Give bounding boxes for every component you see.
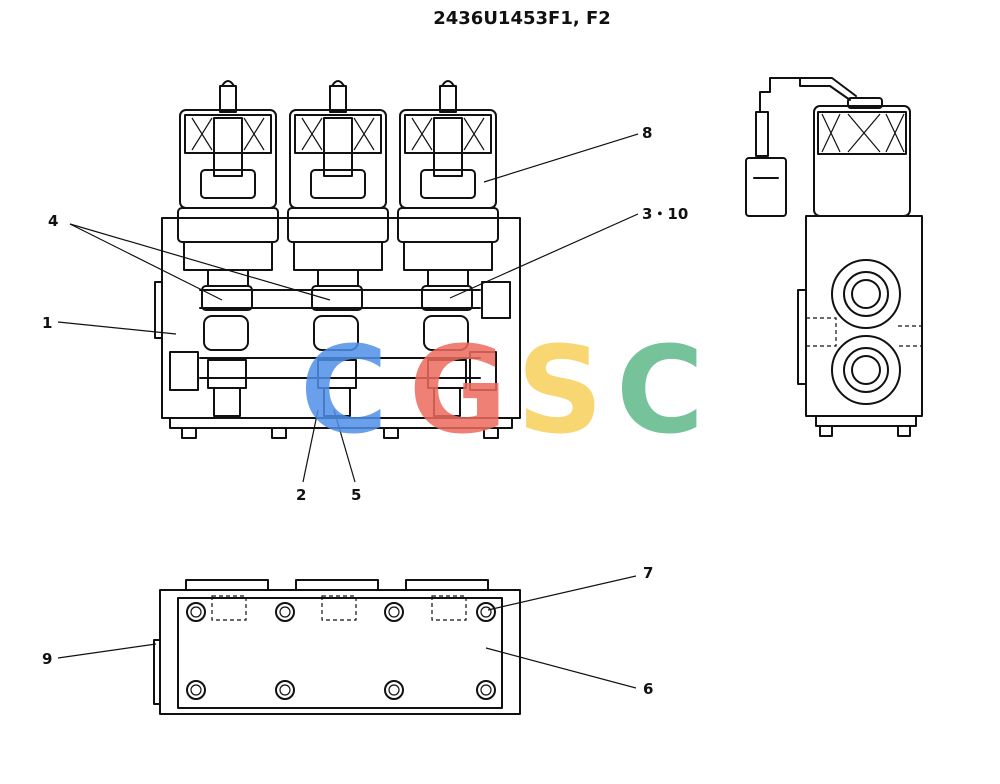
solenoid-1 bbox=[177, 80, 279, 417]
port-left bbox=[169, 351, 199, 391]
bolt bbox=[384, 680, 404, 700]
callout-3-10: 3・10 bbox=[642, 205, 688, 223]
foot bbox=[483, 427, 499, 439]
callout-4: 4 bbox=[48, 212, 58, 230]
bolt bbox=[186, 680, 206, 700]
diagram-title: 2436U1453F1, F2 bbox=[433, 8, 611, 29]
bottom-view bbox=[153, 579, 521, 715]
watermark-letter: C bbox=[616, 322, 704, 461]
solenoid-2 bbox=[287, 80, 389, 417]
callout-2: 2 bbox=[296, 486, 306, 504]
callout-8: 8 bbox=[642, 124, 652, 142]
callout-9: 9 bbox=[42, 650, 52, 668]
bolt bbox=[476, 602, 496, 622]
callout-7: 7 bbox=[643, 564, 653, 582]
watermark-letter: G bbox=[409, 322, 508, 461]
foot bbox=[181, 427, 197, 439]
callout-6: 6 bbox=[643, 680, 653, 698]
foot bbox=[271, 427, 287, 439]
cable bbox=[799, 77, 857, 101]
leader-lines bbox=[57, 133, 639, 689]
port-circle bbox=[831, 259, 901, 329]
bottom-plate bbox=[177, 597, 503, 709]
bolt bbox=[275, 602, 295, 622]
bolt bbox=[275, 680, 295, 700]
watermark-logo: C G S C bbox=[300, 322, 704, 461]
side-view bbox=[745, 77, 923, 437]
port-right bbox=[481, 281, 511, 319]
callout-1: 1 bbox=[42, 314, 52, 332]
bolt bbox=[476, 680, 496, 700]
solenoid-3 bbox=[397, 80, 499, 417]
front-view bbox=[154, 80, 521, 439]
callout-5: 5 bbox=[351, 486, 361, 504]
bolt bbox=[186, 602, 206, 622]
side-solenoid bbox=[813, 105, 911, 217]
valve-body bbox=[161, 217, 521, 419]
bolt bbox=[384, 602, 404, 622]
bottom-body bbox=[159, 589, 521, 715]
foot bbox=[383, 427, 399, 439]
connector-plug bbox=[745, 157, 787, 217]
watermark-letter: S bbox=[517, 322, 603, 461]
watermark-letter: C bbox=[300, 322, 388, 461]
port-circle bbox=[831, 335, 901, 405]
